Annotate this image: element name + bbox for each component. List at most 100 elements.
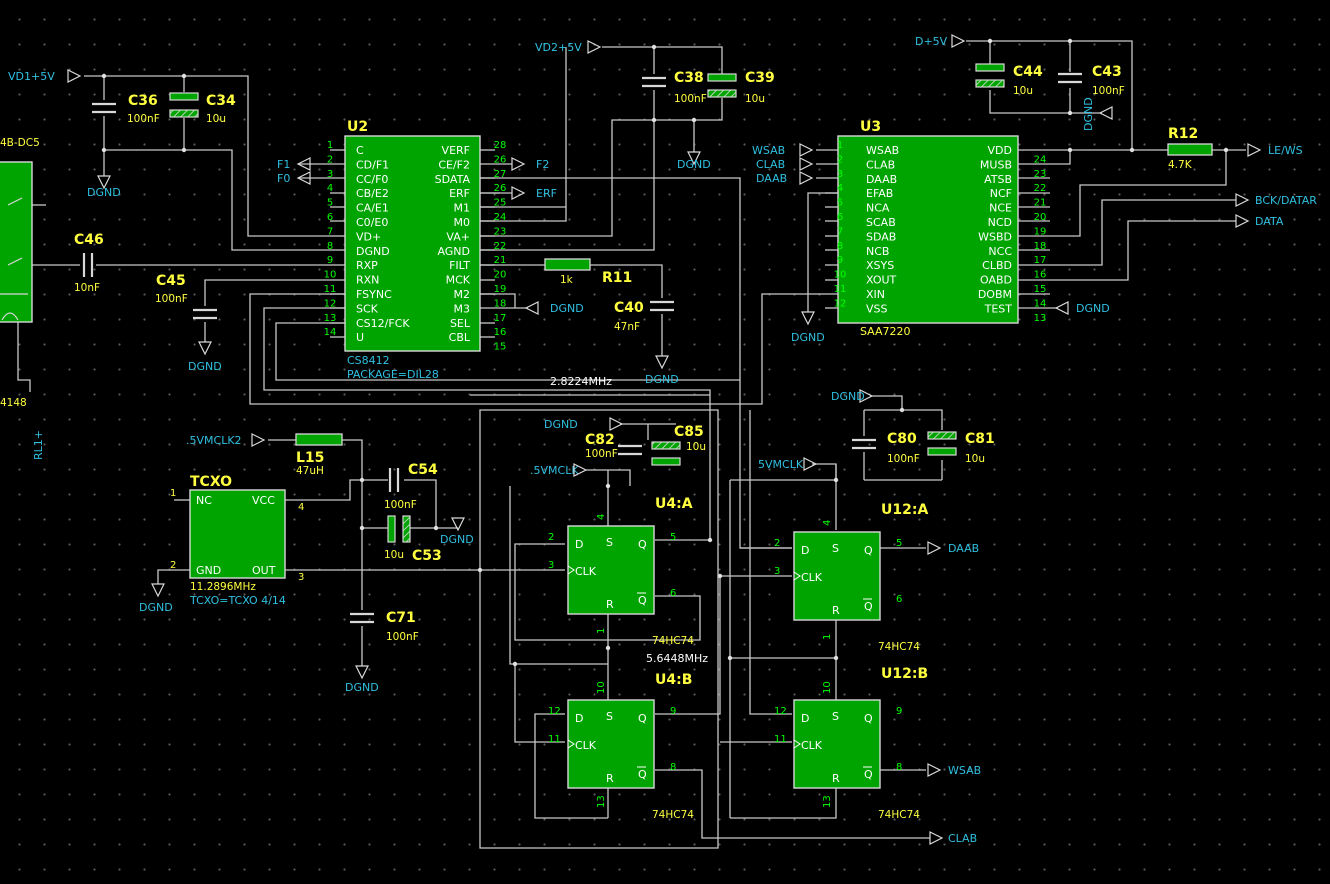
l15-val: 47uH (296, 465, 324, 477)
wires (17, 40, 1246, 849)
pin-number: 20 (1034, 212, 1047, 223)
net-vmclk-right: 5VMCLK (758, 458, 804, 471)
c53-plate-neg (402, 515, 411, 543)
pin-name: M3 (454, 302, 471, 315)
pin-name: WSAB (866, 144, 899, 157)
ic-u2-cs8412[interactable]: U2 CS8412 PACKAGE=DIL28 C1CD/F12CC/F03CB… (324, 119, 507, 381)
pin-name: SCAB (866, 216, 896, 229)
pin-number: 22 (1034, 183, 1047, 194)
tcxo-pin2: 2 (170, 560, 176, 571)
pin-number: 1 (837, 140, 843, 151)
pin-number: 26 (494, 183, 507, 194)
ff-clk: CLK (801, 571, 823, 584)
ff-ref: U4:B (655, 672, 692, 688)
c34-plate (169, 92, 199, 101)
pin-number: 9 (837, 255, 843, 266)
ff-r: R (832, 604, 840, 617)
ff-ref: U4:A (655, 496, 693, 512)
pin-name: MCK (446, 274, 471, 287)
pin-name: SEL (450, 317, 471, 330)
c82-val: 100nF (585, 448, 618, 460)
ff-ref: U12:A (881, 502, 928, 518)
pin-number: 27 (494, 169, 507, 180)
pin-name: NCB (866, 245, 889, 258)
dgnd-label: DGND (550, 302, 584, 315)
net-daab-out: DAAB (948, 542, 979, 555)
u2-part: CS8412 (347, 354, 390, 367)
ic-tcxo[interactable]: TCXO NC VCC GND OUT 1 2 3 4 11.2896MHz T… (170, 474, 304, 607)
c53-ref: C53 (412, 548, 442, 564)
ff-pin: 5 (896, 538, 902, 549)
pin-number: 6 (837, 212, 843, 223)
ff-q: Q (638, 538, 647, 551)
pin-name: RXN (356, 274, 379, 287)
net-vmclk: .5VMCLK (530, 464, 579, 477)
r11-val: 1k (560, 274, 574, 286)
dgnd-label: DGND (677, 158, 711, 171)
ff-qn: Q (638, 594, 647, 607)
dgnd-label: DGND (645, 373, 679, 386)
pin-name: NCA (866, 202, 890, 215)
dgnd-label: DGND (87, 186, 121, 199)
c39-ref: C39 (745, 70, 775, 86)
ic-u3-saa7220[interactable]: U3 SAA7220 WSAB1CLAB2DAAB3EFAB4NCA5SCAB6… (834, 119, 1047, 338)
ff-s: S (832, 542, 839, 555)
c54-val: 100nF (384, 499, 417, 511)
pin-number: 18 (494, 298, 507, 309)
pin-number: 24 (494, 212, 507, 223)
ff-pin: 11 (548, 734, 561, 745)
r12-ref: R12 (1168, 126, 1198, 142)
pin-number: 3 (327, 169, 333, 180)
c80-val: 100nF (887, 453, 920, 465)
c45-ref: C45 (156, 273, 186, 289)
pin-name: AGND (437, 245, 470, 258)
net-wsab-out: WSAB (948, 764, 981, 777)
c71-ref: C71 (386, 610, 416, 626)
net-vmclk2: .5VMCLK2 (186, 434, 242, 447)
pin-number: 22 (494, 241, 507, 252)
ff-pin: 5 (670, 532, 676, 543)
tcxo-vcc-pin: VCC (252, 494, 275, 507)
c43-val: 100nF (1092, 85, 1125, 97)
u2-package: PACKAGE=DIL28 (347, 368, 439, 381)
c40-val: 47nF (614, 321, 640, 333)
ff-clk: CLK (575, 565, 597, 578)
net-bck: BCK/DATAR (1255, 194, 1317, 207)
dgnd-label: DGND (440, 533, 474, 546)
pin-number: 19 (1034, 226, 1047, 237)
ff-qn: Q (864, 600, 873, 613)
freq-5644: 5.6448MHz (646, 652, 708, 665)
c85-ref: C85 (674, 424, 704, 440)
dgnd-label: DGND (1082, 97, 1095, 131)
pin-number: 25 (494, 198, 507, 209)
diode-label: 4148 (0, 397, 27, 409)
pin-name: TEST (984, 302, 1013, 315)
c46-val: 10nF (74, 282, 100, 294)
net-clab-out: CLAB (948, 832, 977, 845)
r11-body (544, 258, 591, 271)
pin-number: 4 (327, 183, 333, 194)
dgnd-label: DGND (791, 331, 825, 344)
c85-plate-neg (651, 441, 681, 450)
net-vd2: VD2+5V (535, 41, 582, 54)
pin-name: DGND (356, 245, 390, 258)
c81-ref: C81 (965, 431, 995, 447)
c45-val: 100nF (155, 293, 188, 305)
tcxo-note: TCXO=TCXO 4/14 (189, 594, 286, 607)
ff-pin: 10 (822, 681, 833, 694)
tcxo-pin1: 1 (170, 488, 176, 499)
pin-name: XSYS (866, 259, 894, 272)
pin-number: 2 (837, 154, 843, 165)
pin-number: 7 (837, 226, 843, 237)
dgnd-label: DGND (345, 681, 379, 694)
net-f1: F1 (277, 158, 290, 171)
pin-name: VD+ (356, 230, 381, 243)
net-rl1: RL1+ (32, 430, 45, 460)
pin-name: VDD (988, 144, 1012, 157)
